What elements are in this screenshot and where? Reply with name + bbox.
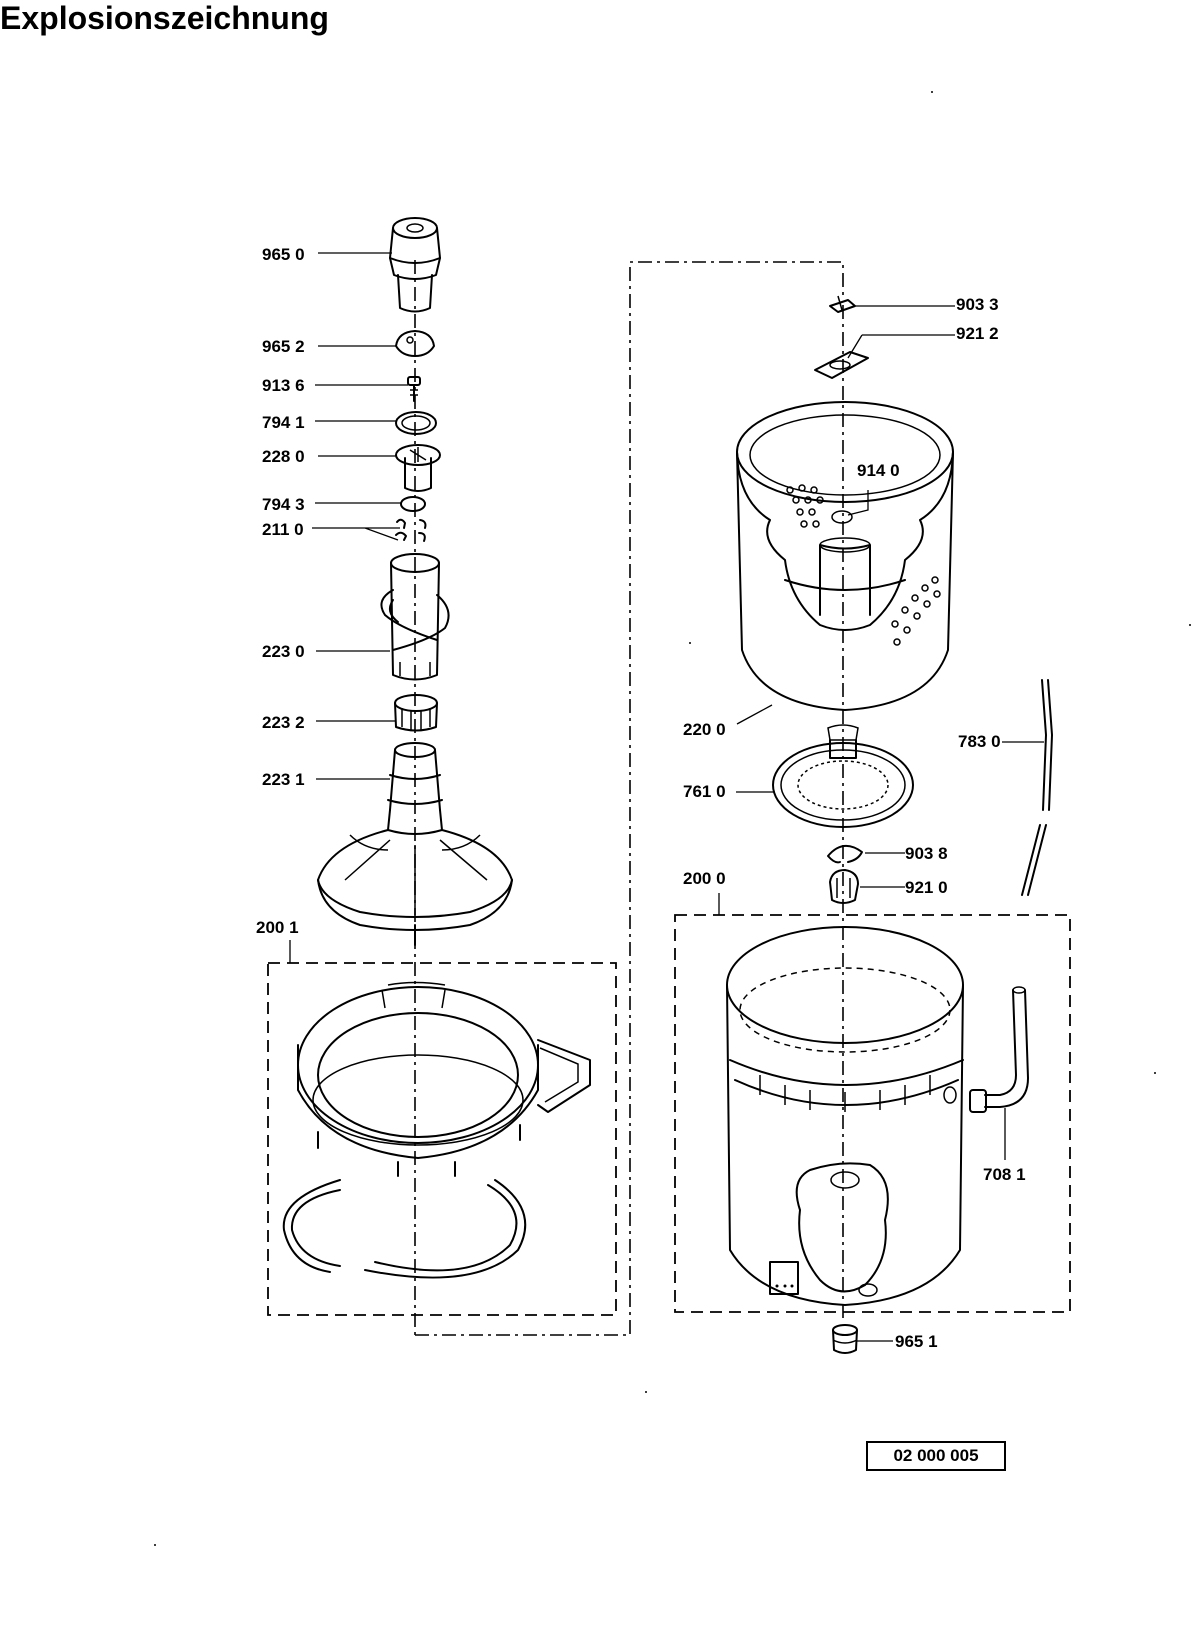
label-965-1: 965 1	[895, 1332, 938, 1351]
label-708-1: 708 1	[983, 1165, 1026, 1184]
scan-speck	[645, 1391, 647, 1393]
label-223-2: 223 2	[262, 713, 305, 732]
page-title: Explosionszeichnung	[0, 0, 329, 36]
part-223-1-drawing	[317, 742, 513, 946]
label-903-3: 903 3	[956, 295, 999, 314]
group-200-0-box	[674, 914, 1071, 1313]
label-903-8: 903 8	[905, 844, 948, 863]
part-921-0-drawing	[829, 869, 859, 904]
part-794-3-drawing	[400, 496, 426, 512]
part-223-0-drawing	[380, 553, 450, 681]
part-913-6-drawing	[407, 376, 421, 402]
label-761-0: 761 0	[683, 782, 726, 801]
scan-speck	[154, 1544, 156, 1546]
part-794-1-drawing	[395, 411, 437, 435]
scan-speck	[1189, 624, 1191, 626]
label-783-0: 783 0	[958, 732, 1001, 751]
basket-holes-left	[786, 484, 824, 528]
part-labels: 965 0 965 2 913 6 794 1 228 0 794 3 211 …	[256, 245, 1026, 1351]
part-211-0-drawing	[395, 518, 427, 542]
label-921-0: 921 0	[905, 878, 948, 897]
label-913-6: 913 6	[262, 376, 305, 395]
part-965-2-drawing	[395, 330, 435, 357]
part-200-1-drawing	[282, 981, 591, 1279]
label-921-2: 921 2	[956, 324, 999, 343]
label-200-1: 200 1	[256, 918, 299, 937]
label-965-2: 965 2	[262, 337, 305, 356]
label-223-1: 223 1	[262, 770, 305, 789]
label-200-0: 200 0	[683, 869, 726, 888]
scan-speck	[1154, 1072, 1156, 1074]
part-708-1-drawing	[969, 986, 1029, 1113]
label-965-0: 965 0	[262, 245, 305, 264]
drawing-reference-number: 02 000 005	[866, 1441, 1006, 1471]
part-761-0-drawing	[772, 724, 914, 828]
scan-speck	[689, 642, 691, 644]
label-794-1: 794 1	[262, 413, 305, 432]
basket-holes-right	[891, 576, 941, 646]
label-211-0: 211 0	[262, 520, 304, 539]
label-794-3: 794 3	[262, 495, 305, 514]
label-223-0: 223 0	[262, 642, 305, 661]
label-914-0: 914 0	[857, 461, 900, 480]
part-965-1-drawing	[832, 1324, 858, 1354]
scan-speck	[931, 91, 933, 93]
part-921-2-drawing	[814, 351, 869, 379]
part-903-8-drawing	[827, 845, 863, 864]
part-223-2-drawing	[394, 694, 438, 732]
group-200-1-box	[267, 962, 617, 1316]
label-228-0: 228 0	[262, 447, 305, 466]
assembly-connector-line	[415, 261, 844, 1336]
leader-lines	[289, 252, 1044, 1342]
part-903-3-drawing	[829, 295, 856, 313]
part-783-0-drawing	[1021, 679, 1053, 896]
part-200-0-drawing	[726, 926, 964, 1306]
part-220-0-drawing	[736, 401, 954, 711]
part-965-0-drawing	[389, 217, 441, 313]
label-220-0: 220 0	[683, 720, 726, 739]
part-228-0-drawing	[395, 444, 441, 492]
